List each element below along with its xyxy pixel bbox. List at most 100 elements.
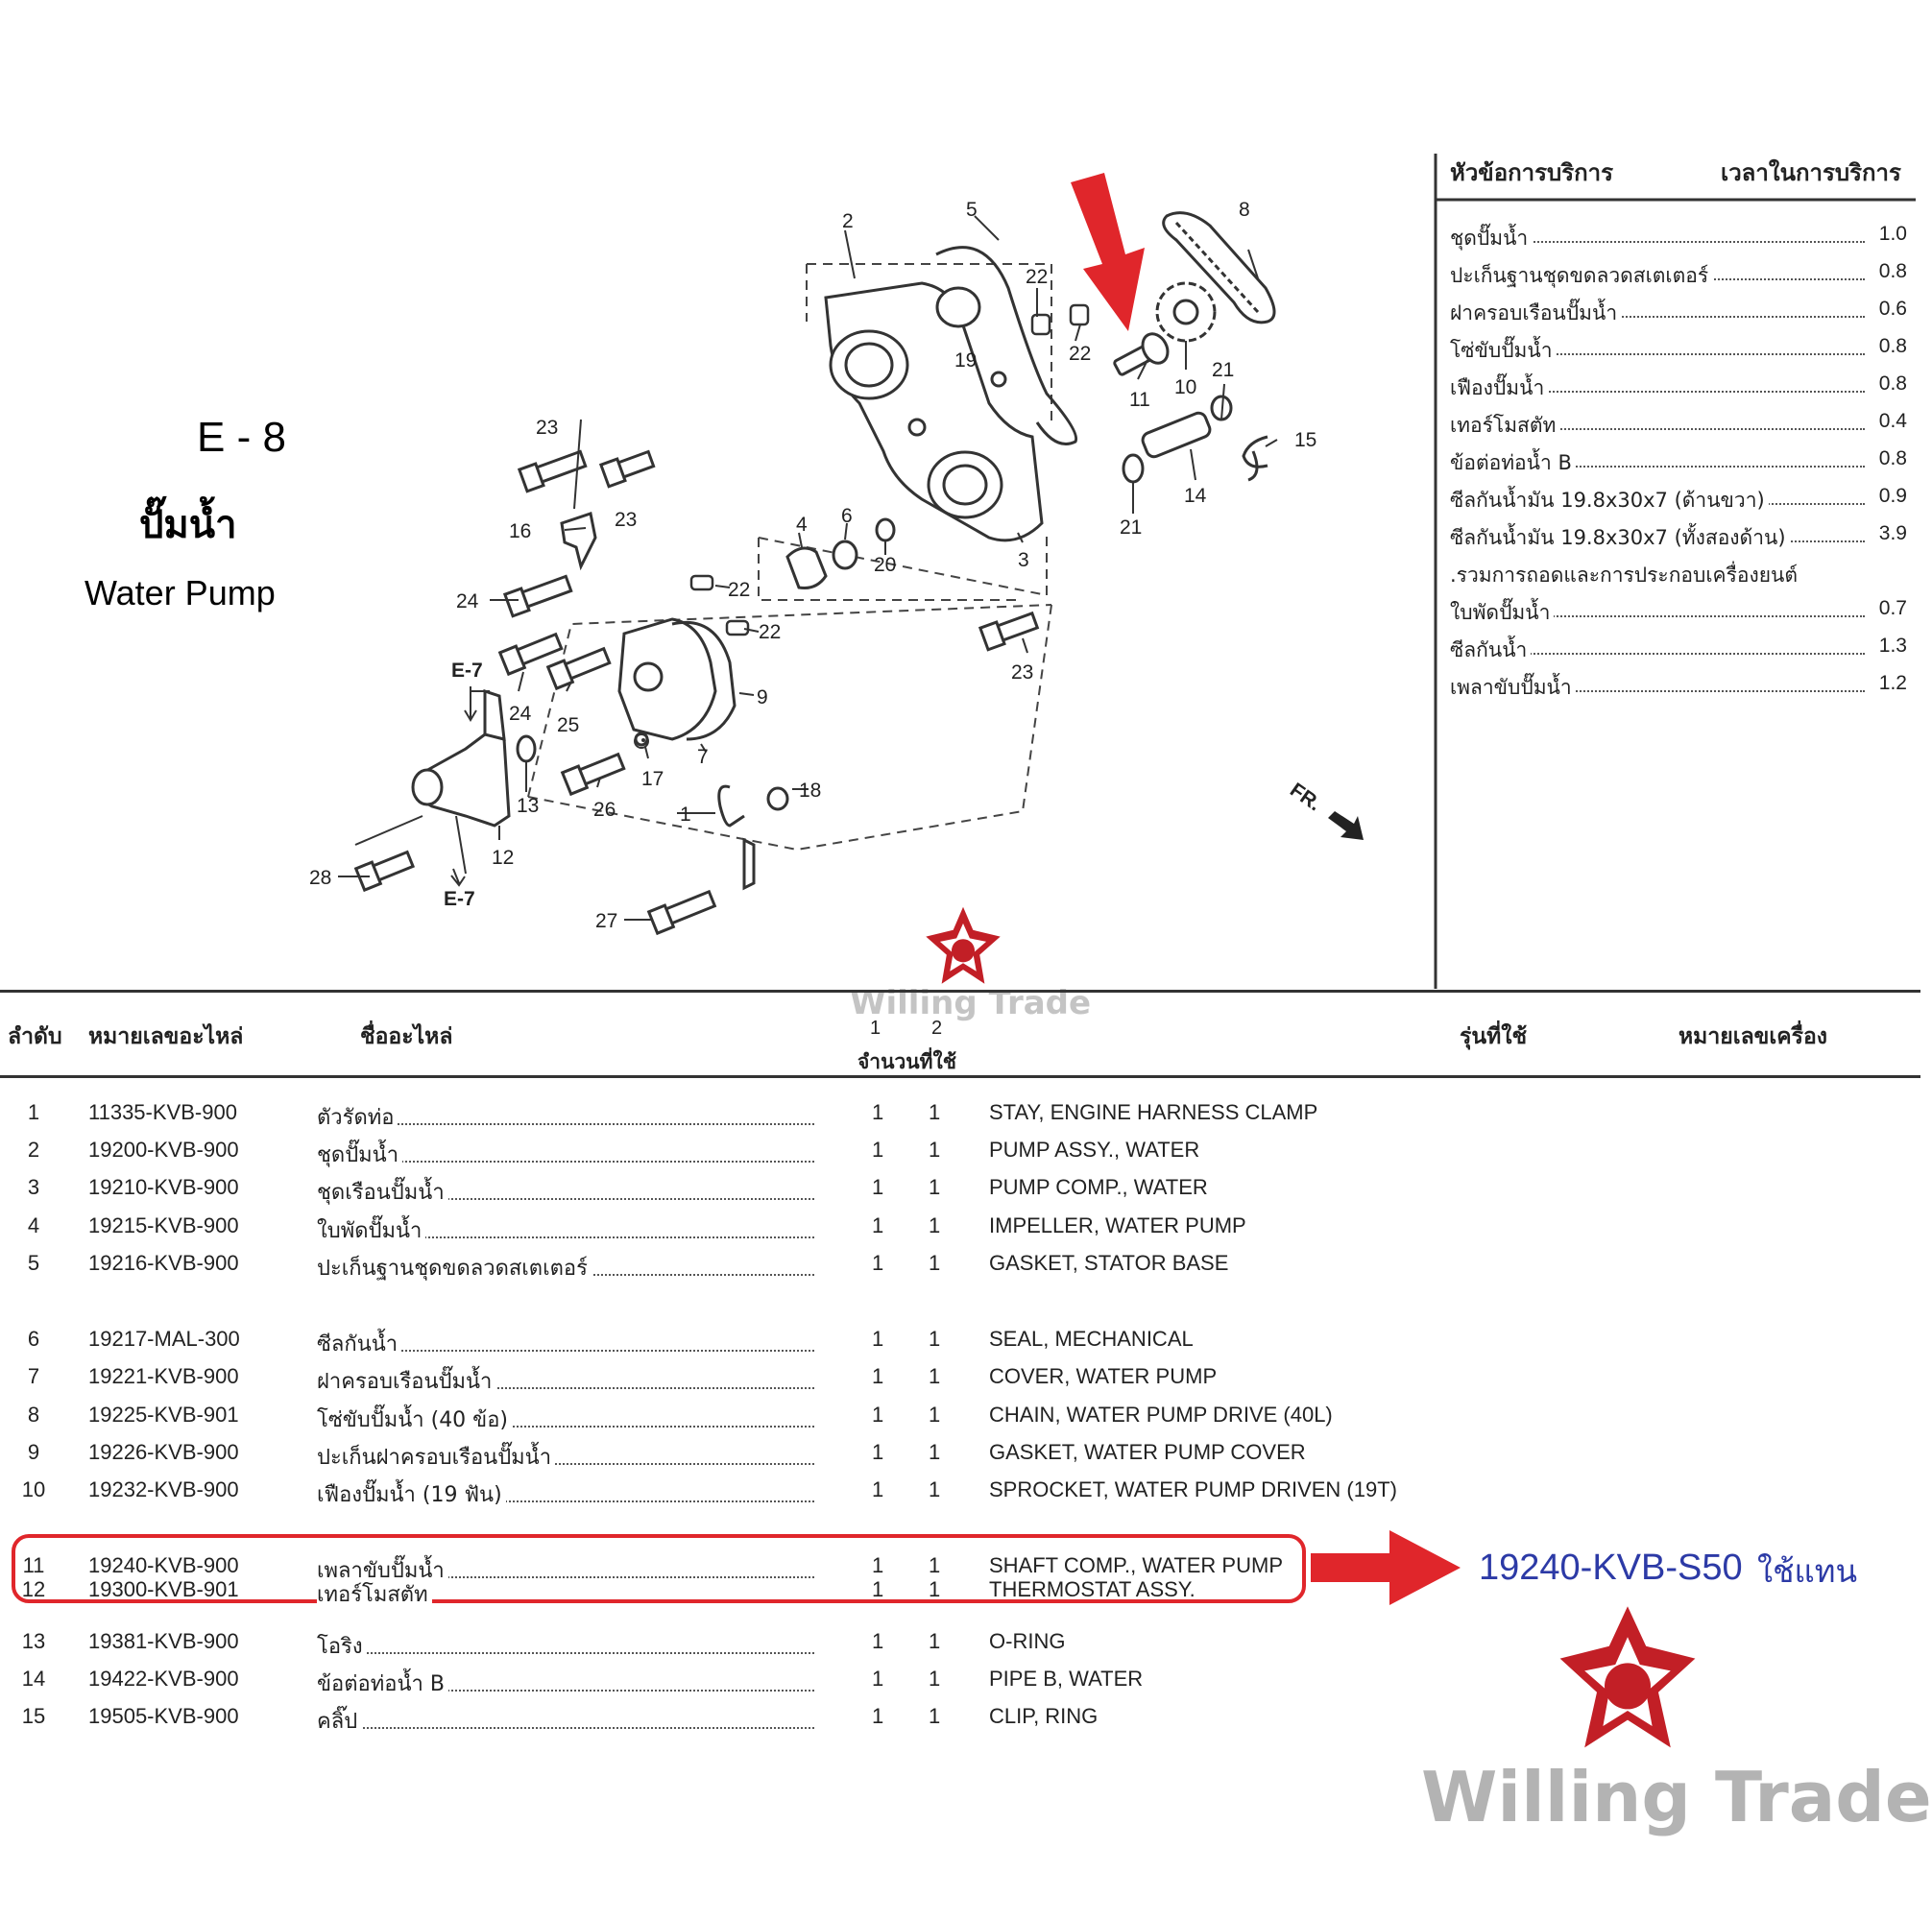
cell-no: 13 <box>21 1629 46 1653</box>
cell-th-wrap: ชุดปั๊มน้ำ <box>317 1138 814 1174</box>
cell-en: PUMP COMP., WATER <box>989 1175 1208 1199</box>
cell-no: 7 <box>27 1364 40 1388</box>
cell-en: PIPE B, WATER <box>989 1667 1144 1691</box>
bolt-shapes <box>353 449 1040 936</box>
callout-20: 20 <box>874 554 896 576</box>
cell-th-wrap: ฝาครอบเรือนปั๊มน้ำ <box>317 1364 814 1401</box>
callout-27: 27 <box>595 910 617 932</box>
service-item-name: ซีลกันน้ำ <box>1450 635 1532 666</box>
cell-th-wrap: ข้อต่อท่อน้ำ B <box>317 1667 814 1703</box>
cell-q1: 1 <box>872 1251 884 1275</box>
service-item-name: เฟืองปั๊มน้ำ <box>1450 372 1549 404</box>
cell-q2: 1 <box>929 1553 941 1577</box>
callout-11: 11 <box>1129 389 1150 411</box>
front-label: FR. <box>1286 779 1325 815</box>
cell-part: 19422-KVB-900 <box>88 1667 239 1691</box>
cell-no: 4 <box>27 1213 40 1237</box>
cell-en: THERMOSTAT ASSY. <box>989 1577 1195 1601</box>
cell-part: 11335-KVB-900 <box>88 1100 237 1124</box>
callout-2: 2 <box>842 210 854 232</box>
callout-19: 19 <box>954 349 977 372</box>
cell-q1: 1 <box>872 1364 884 1388</box>
col-header-engine-no: หมายเลขเครื่อง <box>1678 1024 1828 1049</box>
cell-part: 19200-KVB-900 <box>88 1138 239 1162</box>
thermostat-shape <box>411 688 537 828</box>
cell-q1: 1 <box>872 1667 884 1691</box>
section-title-th: ปั๊มน้ำ <box>139 496 237 547</box>
callout-16: 16 <box>509 520 531 542</box>
cell-part: 19505-KVB-900 <box>88 1704 239 1728</box>
service-item-time: 1.2 <box>1878 672 1907 694</box>
cell-th-wrap: คลิ๊ป <box>317 1704 814 1740</box>
cell-q2: 1 <box>929 1138 941 1162</box>
callout-18: 18 <box>799 780 821 802</box>
stator-base-gasket-shape <box>935 246 1078 445</box>
service-header-left: หัวข้อการบริการ <box>1450 159 1614 186</box>
cell-no: 10 <box>21 1477 46 1501</box>
cell-part: 19215-KVB-900 <box>88 1213 239 1237</box>
water-pump-body <box>824 281 1044 542</box>
cell-no: 8 <box>27 1403 40 1427</box>
service-item: ข้อต่อท่อน้ำ B 0.8 <box>1450 447 1907 480</box>
cell-q2: 1 <box>929 1403 941 1427</box>
cell-q1: 1 <box>872 1577 884 1601</box>
cell-part: 19225-KVB-901 <box>88 1403 239 1427</box>
watermark-logo-small <box>926 906 1001 984</box>
callout-22d: 22 <box>759 621 781 643</box>
ref-e7-bottom: E-7 <box>444 888 475 910</box>
sprocket-shape <box>1155 281 1217 343</box>
section-title-en: Water Pump <box>85 573 276 612</box>
cell-q2: 1 <box>929 1327 941 1351</box>
dowel-pin-shapes <box>689 303 1090 636</box>
cell-q2: 1 <box>929 1629 941 1653</box>
cell-q1: 1 <box>872 1100 884 1124</box>
front-direction-indicator: FR. <box>1286 779 1364 840</box>
cell-en: O-RING <box>989 1629 1066 1653</box>
cell-en: SHAFT COMP., WATER PUMP <box>989 1553 1283 1577</box>
cell-part: 19217-MAL-300 <box>88 1327 240 1351</box>
service-item-name: ซีลกันน้ำมัน 19.8x30x7 (ทั้งสองด้าน) <box>1450 522 1790 554</box>
cell-en: COVER, WATER PUMP <box>989 1364 1218 1388</box>
service-item: ปะเก็นฐานชุดขดลวดสเตเตอร์0.8 <box>1450 260 1907 293</box>
callout-14: 14 <box>1184 485 1207 507</box>
cell-th-wrap: ซีลกันน้ำ <box>317 1327 814 1363</box>
service-item-name: ปะเก็นฐานชุดขดลวดสเตเตอร์ <box>1450 260 1713 292</box>
water-pump-cover-shape <box>617 617 737 747</box>
callout-24a: 24 <box>456 590 479 612</box>
service-item-time: 0.6 <box>1878 298 1907 320</box>
callout-10: 10 <box>1174 376 1196 398</box>
cell-part: 19300-KVB-901 <box>88 1577 239 1601</box>
cell-th-wrap: ชุดเรือนปั๊มน้ำ <box>317 1175 814 1212</box>
cell-no: 6 <box>27 1327 40 1351</box>
service-item-time: 0.8 <box>1878 447 1907 469</box>
cell-th-wrap: เฟืองปั๊มน้ำ (19 ฟัน) <box>317 1477 814 1514</box>
cell-part: 19210-KVB-900 <box>88 1175 239 1199</box>
cell-no: 15 <box>21 1704 46 1728</box>
service-item-name: ชุดปั๊มน้ำ <box>1450 223 1533 254</box>
cell-en: GASKET, WATER PUMP COVER <box>989 1440 1306 1464</box>
callout-17: 17 <box>641 768 664 790</box>
service-item-name: เทอร์โมสตัท <box>1450 410 1560 442</box>
cell-part: 19221-KVB-900 <box>88 1364 239 1388</box>
callout-21a: 21 <box>1212 359 1234 381</box>
callout-8: 8 <box>1239 199 1250 221</box>
service-item-name: ข้อต่อท่อน้ำ B <box>1450 447 1576 479</box>
callout-7: 7 <box>697 746 709 768</box>
cell-q2: 1 <box>929 1213 941 1237</box>
callout-25: 25 <box>557 714 579 736</box>
ref-e7-top: E-7 <box>451 660 483 682</box>
service-item: ซีลกันน้ำมัน 19.8x30x7 (ทั้งสองด้าน)3.9 <box>1450 522 1907 555</box>
cell-th-wrap: ปะเก็นฝาครอบเรือนปั๊มน้ำ <box>317 1440 814 1476</box>
cell-no: 2 <box>27 1138 40 1162</box>
cell-part: 19240-KVB-900 <box>88 1553 239 1577</box>
replacement-arrow <box>1311 1530 1461 1605</box>
callout-labels: 1 2 3 4 5 6 7 8 9 10 11 12 13 14 15 16 1… <box>309 199 1316 932</box>
col-header-no: ลำดับ <box>8 1024 62 1049</box>
